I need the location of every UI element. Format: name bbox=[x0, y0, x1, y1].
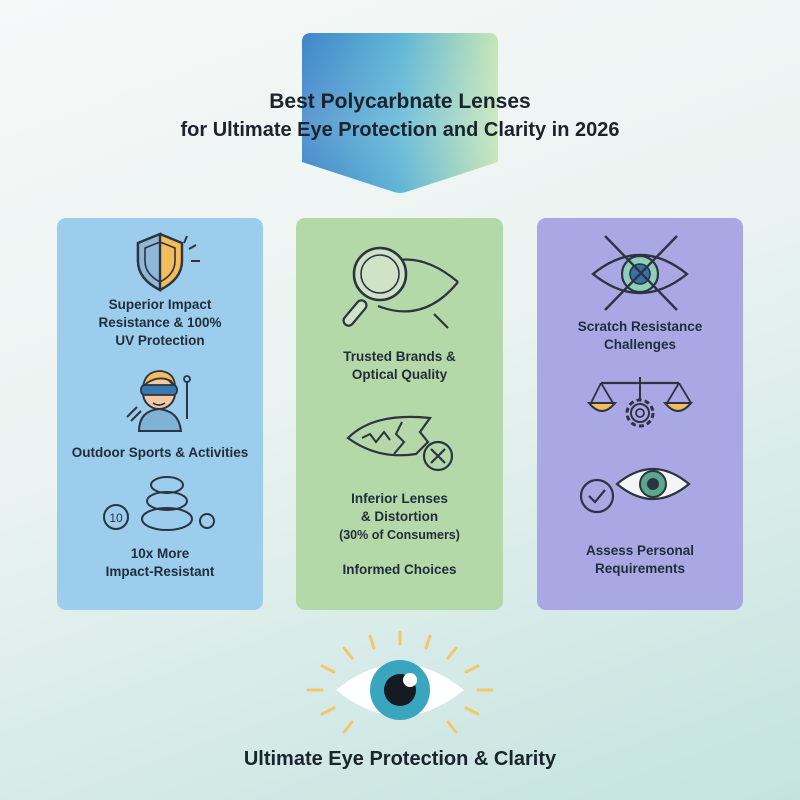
label-assess-requirements: Assess Personal Requirements bbox=[585, 543, 695, 576]
label-scratch-resistance: Scratch Resistance Challenges bbox=[577, 319, 703, 352]
label-trusted-brands: Trusted Brands & Optical Quality bbox=[343, 349, 456, 382]
page-title: Best Polycarbnate Lenses for Ultimate Ey… bbox=[0, 88, 800, 144]
radiant-eye-icon bbox=[306, 630, 494, 734]
svg-text:10: 10 bbox=[109, 511, 123, 525]
panel-considerations: Scratch Resistance Challenges Assess Per… bbox=[537, 218, 743, 610]
label-outdoor-sports: Outdoor Sports & Activities bbox=[71, 445, 249, 460]
checked-eye-icon bbox=[579, 467, 691, 514]
label-impact-resistant: 10x More Impact-Resistant bbox=[105, 546, 215, 579]
shield-sun-icon bbox=[136, 232, 200, 292]
label-impact-uv: Superior Impact Resistance & 100% UV Pro… bbox=[98, 297, 222, 348]
balance-scale-gear-icon bbox=[587, 377, 693, 428]
magnifier-eye-icon bbox=[342, 246, 459, 329]
label-informed-choices: Informed Choices bbox=[342, 562, 457, 577]
crossed-eye-icon bbox=[591, 235, 689, 311]
footer-tagline: Ultimate Eye Protection & Clarity bbox=[243, 748, 557, 770]
title-line-2: for Ultimate Eye Protection and Clarity … bbox=[180, 119, 620, 141]
athlete-goggles-icon bbox=[126, 370, 191, 432]
label-inferior-lenses: Inferior Lenses & Distortion (30% of Con… bbox=[339, 491, 460, 542]
panel-quality: Trusted Brands & Optical Quality Inferio… bbox=[296, 218, 503, 610]
panel-benefits: Superior Impact Resistance & 100% UV Pro… bbox=[57, 218, 263, 610]
stacked-stones-icon: 10 bbox=[103, 476, 215, 531]
header-banner-arrow bbox=[302, 33, 498, 193]
cracked-lens-icon bbox=[346, 415, 454, 472]
title-line-1: Best Polycarbnate Lenses bbox=[269, 90, 531, 113]
